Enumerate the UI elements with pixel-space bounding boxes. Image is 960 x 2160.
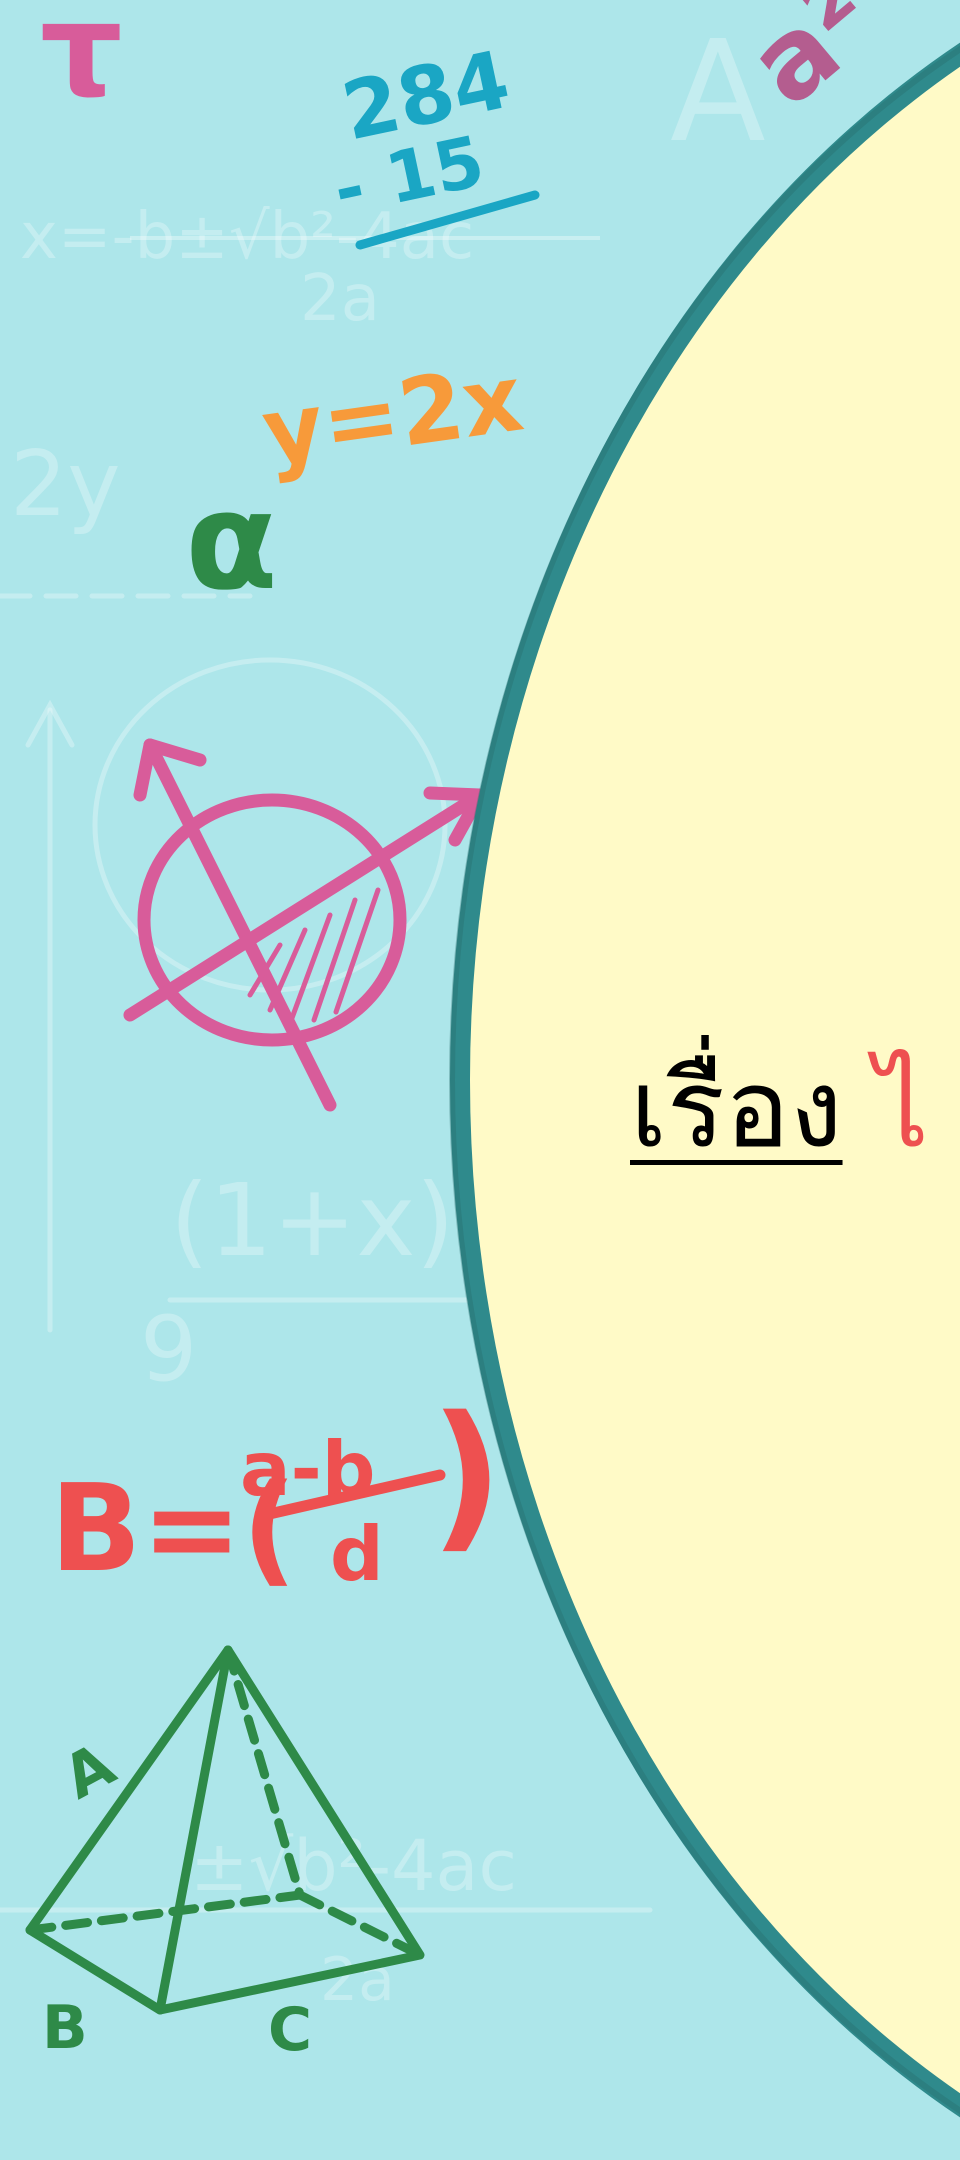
slide-title: เรื่องไ xyxy=(630,1040,929,1180)
faint-nine-text: 9 xyxy=(140,1297,197,1402)
faint-quad-bottom-text: ±√b²-4ac xyxy=(190,1825,517,1907)
fraction-equation: B=( a-b d ) xyxy=(50,1381,503,1599)
vertex-b-label: B xyxy=(42,1993,88,2063)
fraction-denominator: d xyxy=(330,1510,384,1598)
fraction-bar xyxy=(259,1469,446,1521)
vertex-a-label: A xyxy=(52,1729,126,1813)
faint-two-a-text: 2a xyxy=(300,262,380,336)
content-panel-shadow-edge xyxy=(449,45,960,2115)
faint-two-a-bottom-text: 2a xyxy=(320,1945,395,2015)
equation-b-prefix: B=( xyxy=(50,1460,297,1599)
faint-background-math: x=-b±√b²-4ac 2a 2y (1+x) 9 ±√b²-4ac 2a A xyxy=(10,11,766,2015)
title-topic: ไ xyxy=(874,1047,929,1172)
alpha-symbol: α xyxy=(185,463,278,620)
subtraction-rule xyxy=(355,190,540,250)
equation-y-2x: y=2x xyxy=(256,345,529,487)
title-prefix: เรื่อง xyxy=(630,1047,843,1172)
sphere-vector-drawing xyxy=(123,738,487,1112)
tau-symbol: τ xyxy=(40,0,123,126)
faint-two-y-text: 2y xyxy=(10,432,121,537)
vertex-c-label: C xyxy=(268,1995,312,2065)
content-panel xyxy=(450,42,960,2118)
faint-one-plus-x-text: (1+x) xyxy=(170,1162,455,1279)
faint-top-right-text: A xyxy=(670,11,766,174)
pyramid-drawing xyxy=(25,1645,425,2015)
